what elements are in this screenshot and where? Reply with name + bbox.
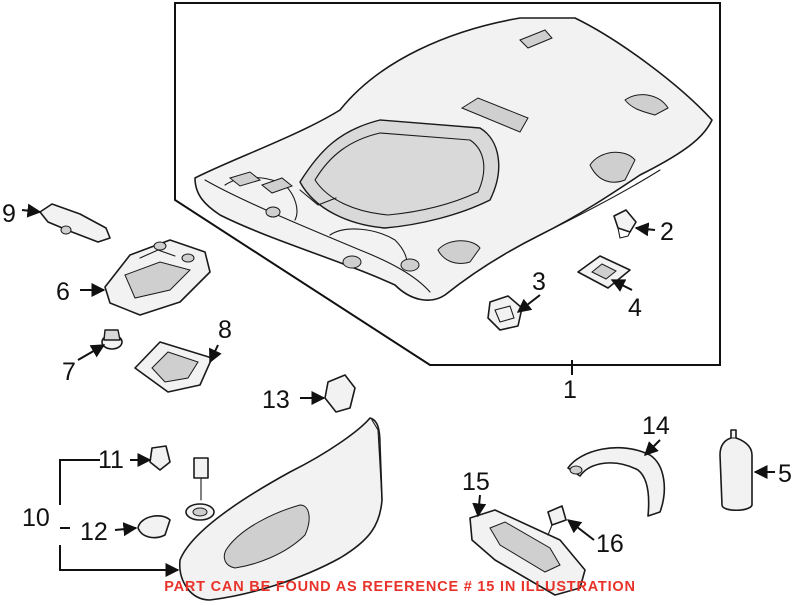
visor-harness-part[interactable] [185,457,215,521]
callout-5: 5 [778,460,792,488]
grab-handle-14-part[interactable] [567,446,666,517]
callout-14: 14 [642,412,670,440]
clip-cover-12-part[interactable] [137,515,171,539]
callout-15: 15 [462,468,490,496]
callout-13: 13 [262,386,290,414]
callout-7: 7 [62,358,76,386]
console-15-part[interactable] [469,509,586,596]
callout-10: 10 [22,504,50,532]
hook-base-4-part[interactable] [577,255,631,289]
trim-9-part[interactable] [39,203,111,243]
callout-2: 2 [660,218,674,246]
screw-7-part[interactable] [101,329,123,350]
headliner-part[interactable] [194,17,713,301]
callout-11: 11 [98,446,124,474]
callout-1: 1 [563,376,577,404]
lamp-bracket-8-part[interactable] [134,341,213,393]
visor-holder-13-part[interactable] [324,374,356,413]
sun-visor-10-part[interactable] [179,417,383,601]
leader-lines [21,203,775,577]
visor-clip-11-part[interactable] [149,445,171,471]
callout-16: 16 [596,530,624,558]
clip-2-part[interactable] [613,209,637,239]
screw-16-part[interactable] [547,505,567,536]
callout-labels: 1 2 3 4 5 6 7 8 9 10 11 12 13 14 15 16 [2,200,792,558]
callout-8: 8 [218,316,232,344]
callout-9: 9 [2,200,16,228]
bracket-3-part[interactable] [487,295,523,331]
adhesive-tube-5-part[interactable] [719,429,753,512]
callout-4: 4 [628,294,642,322]
headliner-detail-box [174,2,721,366]
reference-notice: PART CAN BE FOUND AS REFERENCE # 15 IN I… [164,579,636,595]
callout-3: 3 [532,268,546,296]
callout-12: 12 [80,518,108,546]
overhead-console-6-part[interactable] [104,239,211,316]
callout-6: 6 [56,278,70,306]
